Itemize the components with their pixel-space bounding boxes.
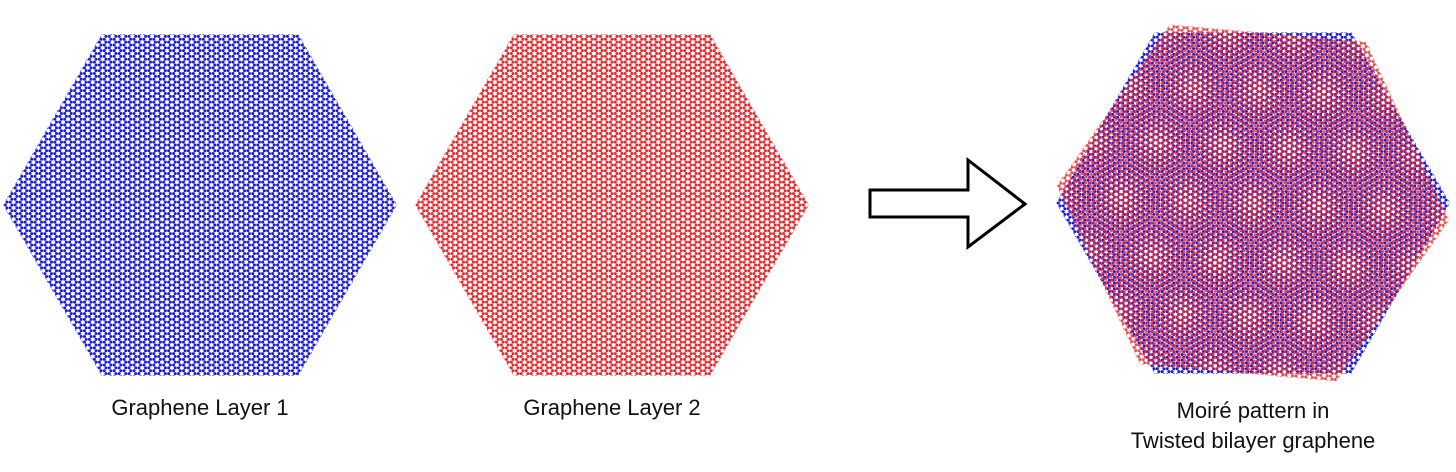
- moire-caption-line-2: Twisted bilayer graphene: [1131, 428, 1376, 454]
- graphene-layer-1-lattice: [3, 34, 397, 376]
- moire-caption-line-1: Moiré pattern in: [1177, 398, 1330, 424]
- moire-bilayer-lattice: [1056, 24, 1450, 382]
- moire-top-layer: [1056, 24, 1450, 382]
- right-arrow-icon: [868, 156, 1028, 251]
- graphene-layer-2-label: Graphene Layer 2: [523, 395, 700, 421]
- graphene-layer-1-label: Graphene Layer 1: [111, 395, 288, 421]
- graphene-layer-2-lattice: [415, 34, 809, 376]
